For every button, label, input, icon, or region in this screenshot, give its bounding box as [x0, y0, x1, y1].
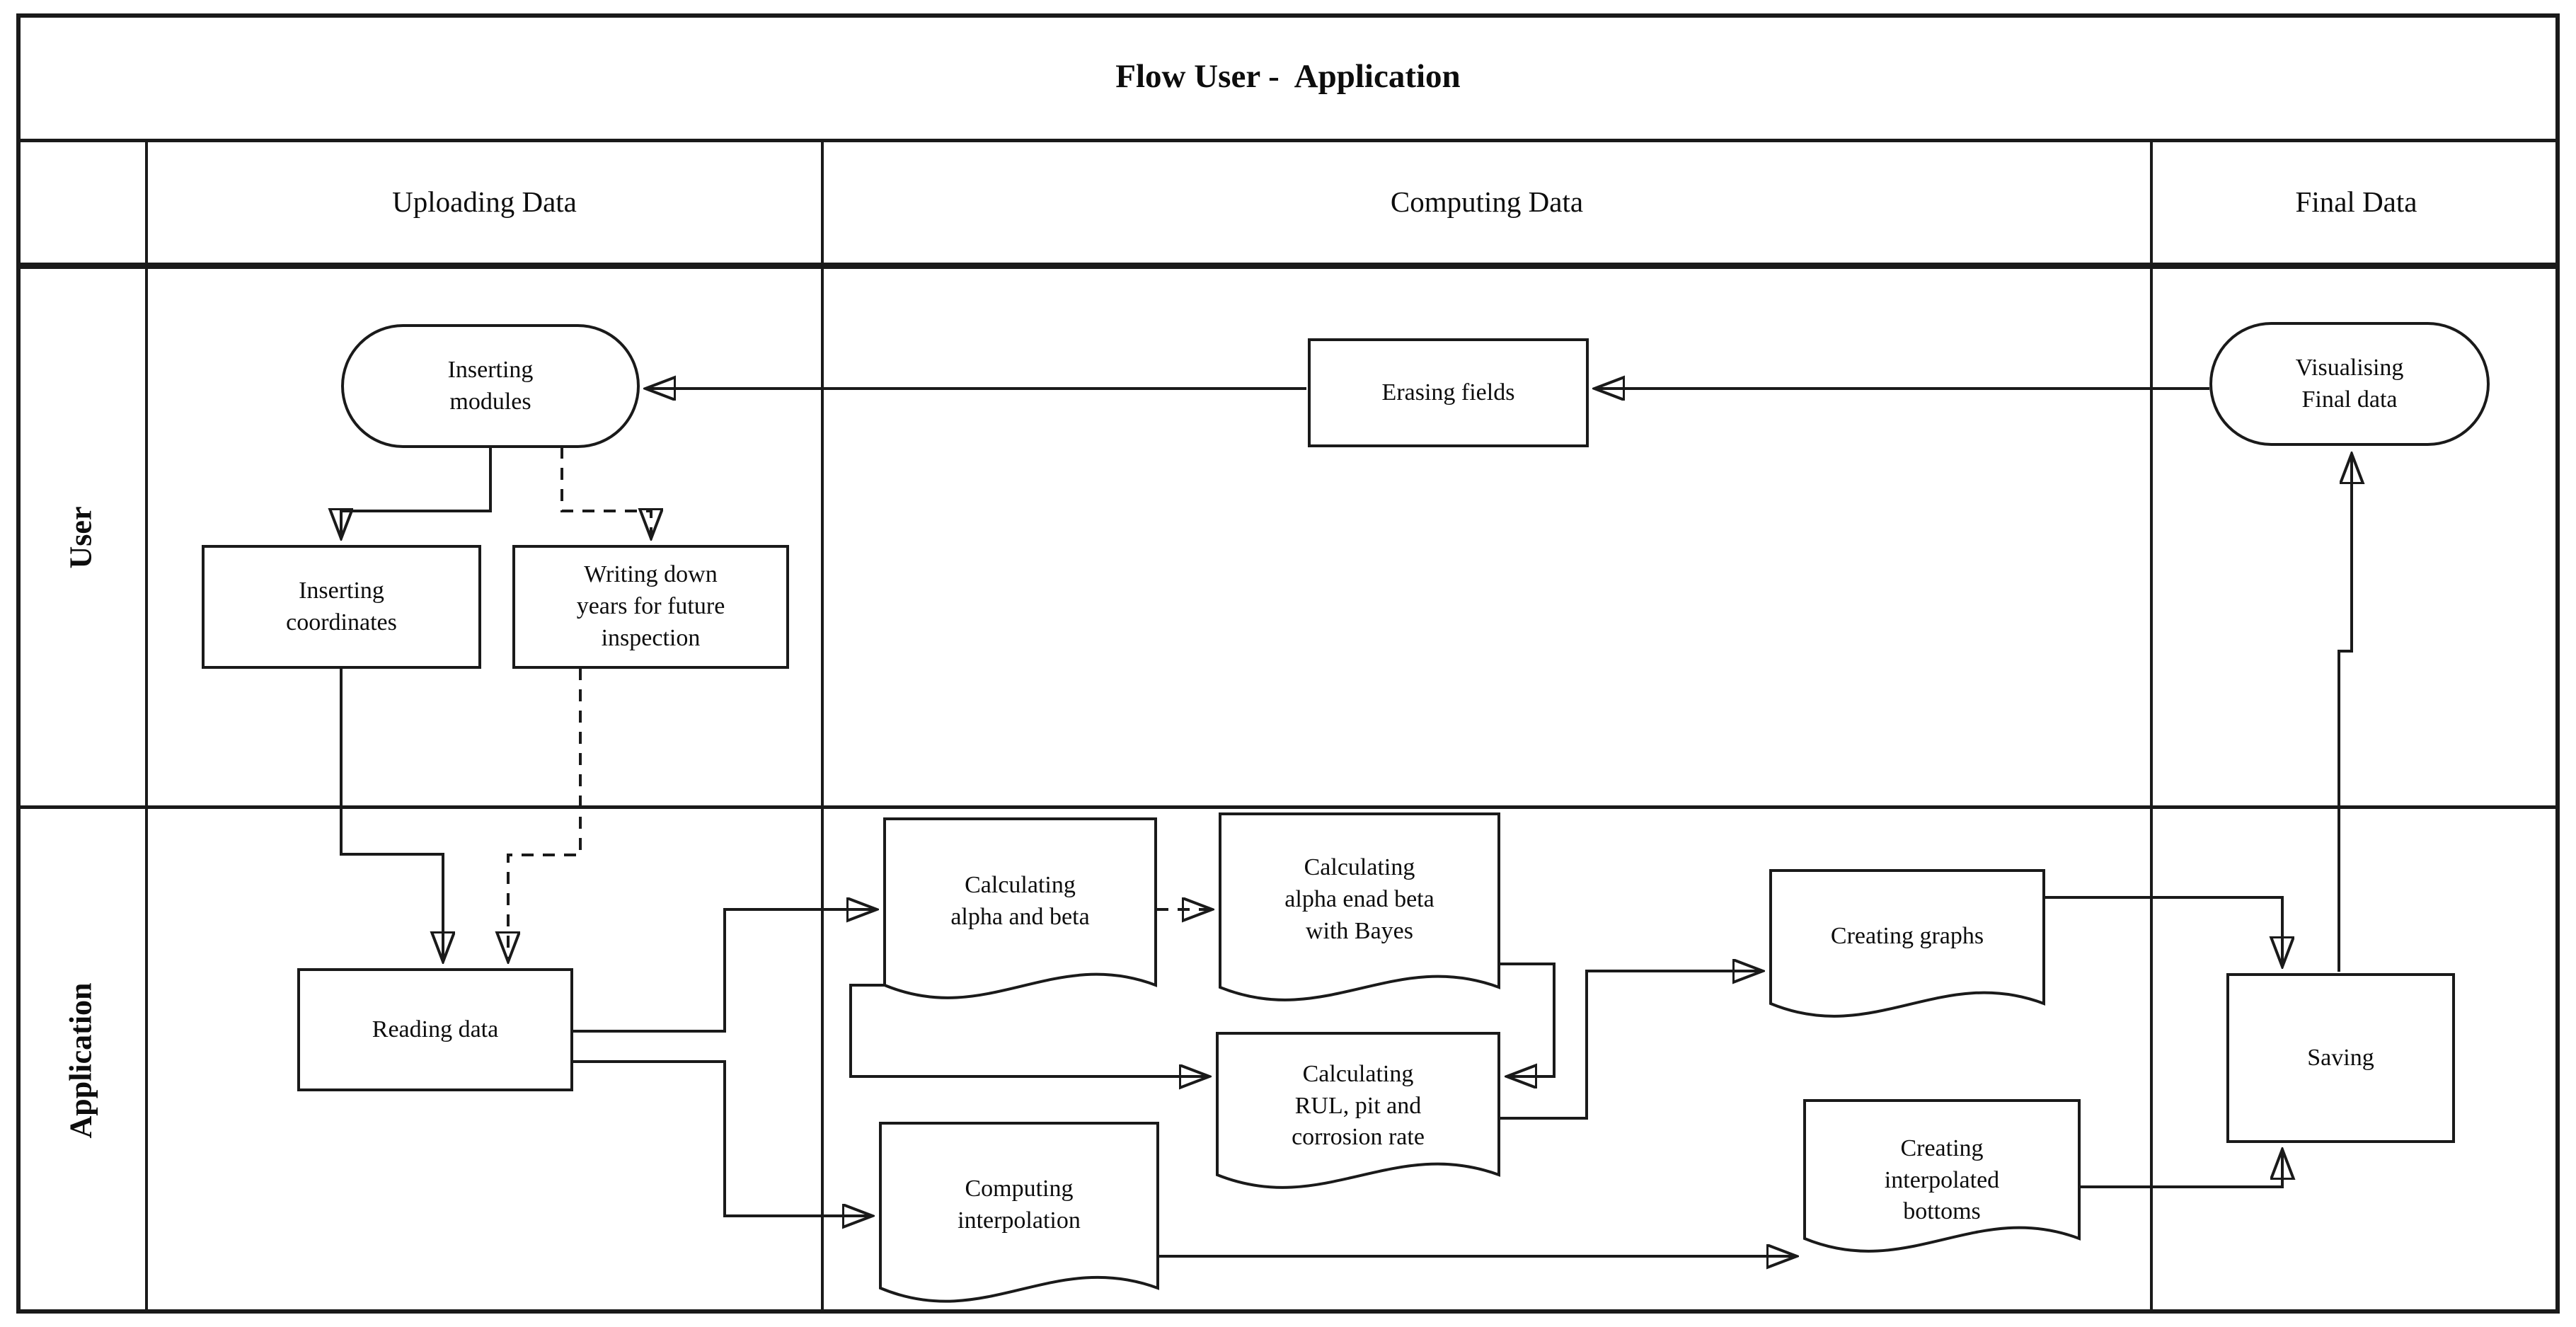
node-label: Calculating RUL, pit and corrosion rate [1292, 1060, 1425, 1151]
node-creating-interpolated-bottoms: Creating interpolated bottoms [1803, 1099, 2081, 1273]
outer-border [16, 13, 2560, 1314]
document-shape [1769, 869, 2045, 1018]
node-writing-down-years: Writing down years for future inspection [512, 545, 789, 669]
column-line-computing-final [2150, 140, 2153, 1314]
column-header-final-data: Final Data [2295, 185, 2417, 218]
node-label: Computing interpolation [958, 1175, 1081, 1234]
lane-separator-line [16, 805, 2560, 809]
column-line-uploading-computing [821, 140, 824, 1314]
lane-label-column-line [145, 140, 148, 1314]
node-visualising-final-data: Visualising Final data [2209, 322, 2490, 446]
node-creating-graphs: Creating graphs [1769, 869, 2045, 1038]
document-shape [1803, 1099, 2081, 1253]
column-header-uploading-data: Uploading Data [392, 185, 577, 218]
node-calculating-alpha-beta: Calculating alpha and beta [883, 817, 1157, 1019]
document-shape [879, 1122, 1159, 1303]
title-separator-line [16, 139, 2560, 142]
node-label: Calculating alpha and beta [950, 871, 1090, 930]
document-shape [883, 817, 1157, 999]
node-calculating-alpha-beta-bayes: Calculating alpha enad beta with Bayes [1219, 812, 1500, 1021]
document-shape [1216, 1032, 1500, 1189]
node-inserting-modules: Inserting modules [341, 324, 640, 448]
node-calculating-rul: Calculating RUL, pit and corrosion rate [1216, 1032, 1500, 1209]
node-reading-data: Reading data [297, 968, 573, 1091]
document-shape [1219, 812, 1500, 1001]
lane-label-user-text: User [63, 506, 98, 568]
node-label: Calculating alpha enad beta with Bayes [1284, 854, 1434, 944]
node-inserting-coordinates: Inserting coordinates [202, 545, 481, 669]
node-saving: Saving [2226, 973, 2455, 1143]
lane-label-application: Application [16, 809, 145, 1311]
lane-label-application-text: Application [63, 982, 98, 1139]
header-separator-line [16, 263, 2560, 269]
node-label: Creating graphs [1830, 922, 1984, 949]
column-header-computing-data: Computing Data [1390, 185, 1584, 218]
node-erasing-fields: Erasing fields [1308, 338, 1589, 447]
lane-label-user: User [16, 269, 145, 805]
diagram-title: Flow User - Application [1115, 57, 1461, 95]
node-label: Creating interpolated bottoms [1884, 1134, 2000, 1225]
node-computing-interpolation: Computing interpolation [879, 1122, 1159, 1313]
